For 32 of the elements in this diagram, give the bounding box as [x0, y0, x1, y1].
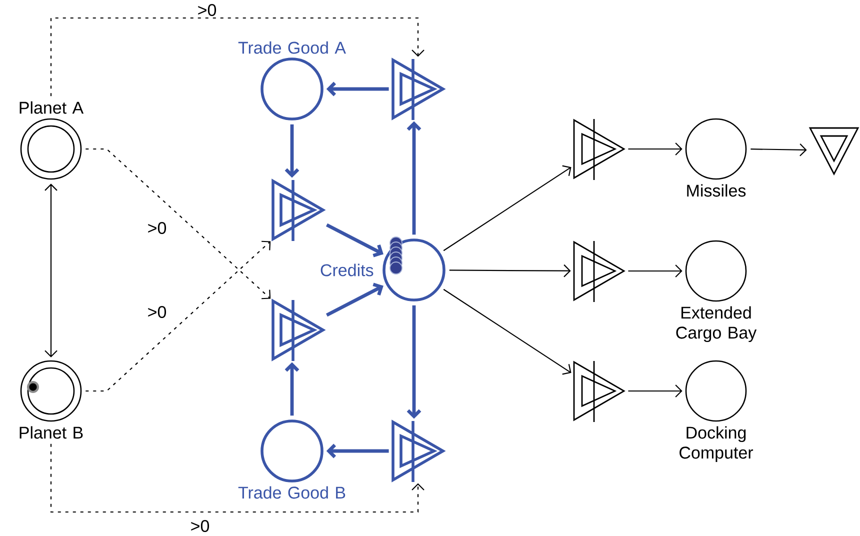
pool-label: Trade Good A: [238, 41, 346, 54]
arrow: [750, 143, 807, 156]
arrow: [628, 264, 682, 278]
arrow: [86, 148, 271, 300]
arrow: [86, 240, 271, 392]
pool-label: Credits: [320, 264, 374, 276]
arrow: [443, 165, 572, 252]
arrow: [326, 223, 384, 258]
arrow: [284, 362, 300, 416]
edge-label: >0: [146, 304, 168, 320]
arrow: [326, 282, 384, 317]
edge-label: >0: [189, 518, 211, 534]
arrow: [406, 305, 422, 419]
arrow: [628, 142, 682, 156]
arrow: [50, 17, 424, 96]
pool-label: Extended Cargo Bay: [676, 306, 757, 342]
pool-label: Missiles: [687, 184, 746, 197]
pool-label: Planet B: [20, 426, 83, 439]
arrow: [326, 444, 389, 458]
arrow: [628, 384, 682, 398]
arrow: [406, 121, 422, 235]
arrow: [284, 124, 300, 178]
pool-label: Docking Computer: [680, 426, 754, 462]
arrow: [326, 82, 389, 96]
pool-label: Trade Good B: [238, 486, 346, 499]
arrow: [443, 288, 572, 375]
edge-label: >0: [146, 220, 168, 236]
arrow: [50, 444, 424, 513]
edge-label: >0: [196, 2, 218, 18]
arrow: [449, 264, 571, 278]
pool-label: Planet A: [20, 101, 84, 114]
arrow: [44, 184, 58, 358]
